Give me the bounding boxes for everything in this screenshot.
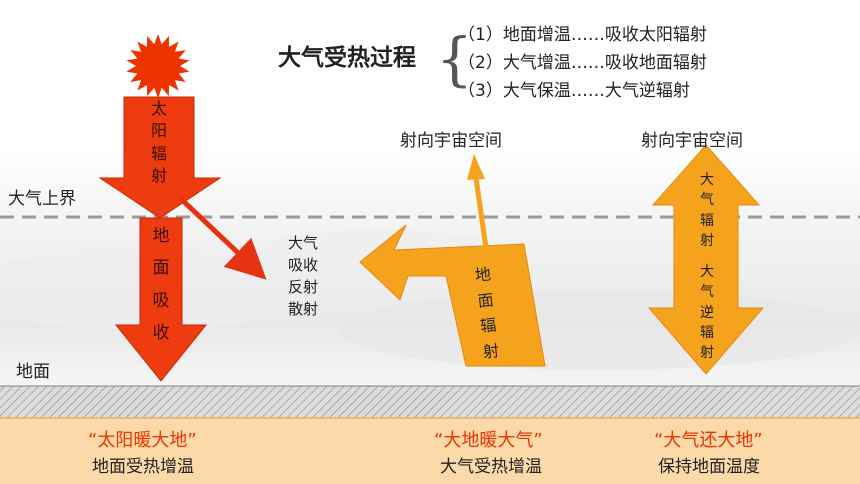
sun-icon — [126, 34, 190, 98]
process-step-1: （1）地面增温……吸收太阳辐射 — [458, 25, 707, 45]
cloud-shape — [340, 290, 860, 370]
to-space-label-2: 射向宇宙空间 — [641, 131, 743, 151]
solar-radiation-arrow — [98, 96, 222, 219]
caption-quote-2: “大地暖大气” — [434, 430, 543, 451]
scatter-arrow — [178, 196, 267, 280]
solar-radiation-label: 太阳辐射 — [150, 99, 167, 186]
caption-desc-3: 保持地面温度 — [658, 457, 760, 477]
atm-effect-absorb: 大气 — [288, 234, 319, 252]
atmosphere-top-label: 大气上界 — [8, 189, 76, 209]
to-space-arrow-shaft — [473, 177, 489, 249]
ground-radiation-arrow — [359, 224, 546, 367]
caption-desc-1: 地面受热增温 — [92, 457, 194, 477]
ground-label: 地面 — [16, 362, 50, 382]
ground-hatch — [0, 386, 860, 418]
ground-absorb-arrow — [114, 217, 208, 382]
atm-radiation-double-arrow — [647, 144, 765, 375]
atm-effect-absorb: 吸收 — [288, 256, 319, 274]
brace: { — [436, 25, 473, 93]
caption-desc-2: 大气受热增温 — [440, 457, 542, 477]
ground-band — [0, 418, 860, 484]
atm-radiation-label: 大气辐射 — [700, 172, 714, 249]
atm-effect-scatter: 散射 — [288, 300, 319, 318]
atm-effect-reflect: 反射 — [288, 278, 319, 296]
process-step-2: （2）大气增温……吸收地面辐射 — [458, 53, 707, 73]
ground-absorb-label: 地面吸收 — [152, 226, 170, 343]
caption-quote-1: “太阳暖大地” — [88, 430, 197, 451]
to-space-label-1: 射向宇宙空间 — [400, 131, 502, 151]
caption-quote-3: “大气还大地” — [654, 430, 763, 451]
atm-counter-radiation-label: 大气逆辐射 — [700, 264, 714, 362]
process-step-3: （3）大气保温……大气逆辐射 — [458, 81, 690, 101]
to-space-arrow-head — [467, 154, 485, 180]
page-title: 大气受热过程 — [278, 45, 416, 71]
